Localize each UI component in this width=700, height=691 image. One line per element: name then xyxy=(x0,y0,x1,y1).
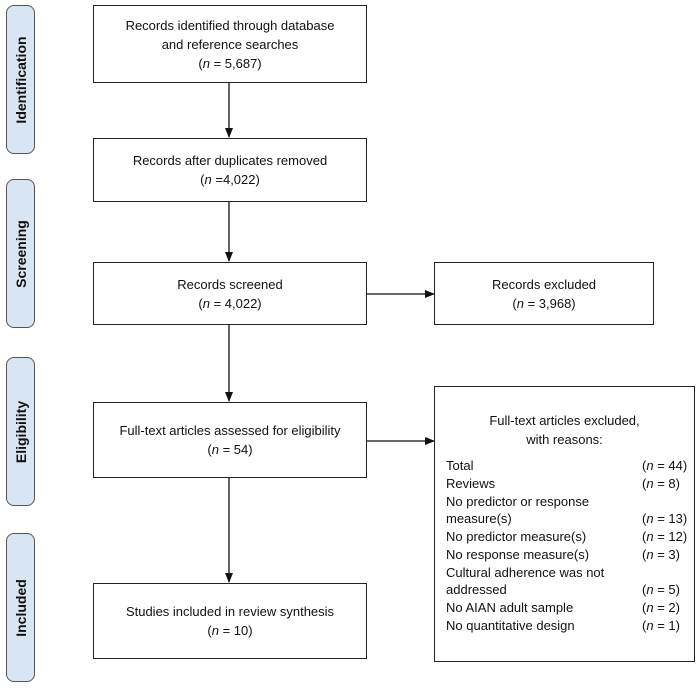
reason-row: No quantitative design (n = 1) xyxy=(446,617,684,634)
phase-eligibility: Eligibility xyxy=(6,357,35,506)
reason-count: (n = 5) xyxy=(642,582,680,597)
reason-row: No predictor or response measure(s) (n =… xyxy=(446,493,688,527)
reason-label: No predictor or response measure(s) xyxy=(446,494,590,526)
reason-count: (n = 2) xyxy=(642,600,680,615)
reason-row: No response measure(s) (n = 3) xyxy=(446,546,684,563)
reason-label: No quantitative design xyxy=(446,618,575,633)
box-fulltext-assessed: Full-text articles assessed for eligibil… xyxy=(93,402,367,478)
phase-included: Included xyxy=(6,533,35,682)
box-count: (n = 5,687) xyxy=(198,55,262,71)
box-line: Records excluded xyxy=(491,276,597,292)
reason-count: (n = 1) xyxy=(642,618,680,633)
reason-row: No AIAN adult sample (n = 2) xyxy=(446,599,684,616)
box-fulltext-excluded: Full-text articles excluded, with reason… xyxy=(434,386,695,662)
box-line: Full-text articles assessed for eligibil… xyxy=(119,423,341,438)
reason-label: Total xyxy=(446,458,474,473)
box-line: Records after duplicates removed xyxy=(132,153,328,168)
box-studies-included: Studies included in review synthesis (n … xyxy=(93,583,367,659)
box-count: (n = 4,022) xyxy=(198,295,262,311)
box-records-screened: Records screened (n = 4,022) xyxy=(93,262,367,325)
box-records-excluded: Records excluded (n = 3,968) xyxy=(434,262,654,325)
reason-row: Cultural adherence was not addressed (n … xyxy=(446,564,684,598)
box-duplicates-removed: Records after duplicates removed (n =4,0… xyxy=(93,138,367,202)
reason-label: No predictor measure(s) xyxy=(446,529,587,544)
fulltext-excluded-title: Full-text articles excluded, with reason… xyxy=(489,413,640,447)
box-count: (n = 10) xyxy=(207,623,253,638)
reason-count: (n = 44) xyxy=(642,458,688,473)
reason-count: (n = 3) xyxy=(642,547,680,562)
reason-row: Total (n = 44) xyxy=(446,457,688,474)
reason-count: (n = 13) xyxy=(642,511,688,526)
reason-label: No AIAN adult sample xyxy=(446,600,574,615)
box-count: (n = 3,968) xyxy=(512,295,576,311)
box-records-identified: Records identified through database and … xyxy=(93,5,367,83)
box-line: Studies included in review synthesis xyxy=(125,604,335,619)
box-line: and reference searches xyxy=(161,36,299,52)
reason-label: No response measure(s) xyxy=(446,547,590,562)
phase-identification: Identification xyxy=(6,5,35,154)
reason-row: Reviews (n = 8) xyxy=(446,475,684,492)
box-line: Records identified through database xyxy=(125,17,335,33)
reason-label: Reviews xyxy=(446,476,496,491)
reason-count: (n = 12) xyxy=(642,529,688,544)
phase-screening: Screening xyxy=(6,179,35,328)
reason-count: (n = 8) xyxy=(642,476,680,491)
reason-label: Cultural adherence was not addressed xyxy=(446,565,605,597)
box-count: (n = 54) xyxy=(207,442,253,457)
box-line: Records screened xyxy=(177,276,283,292)
reason-row: No predictor measure(s) (n = 12) xyxy=(446,528,688,545)
box-count: (n =4,022) xyxy=(200,172,260,187)
